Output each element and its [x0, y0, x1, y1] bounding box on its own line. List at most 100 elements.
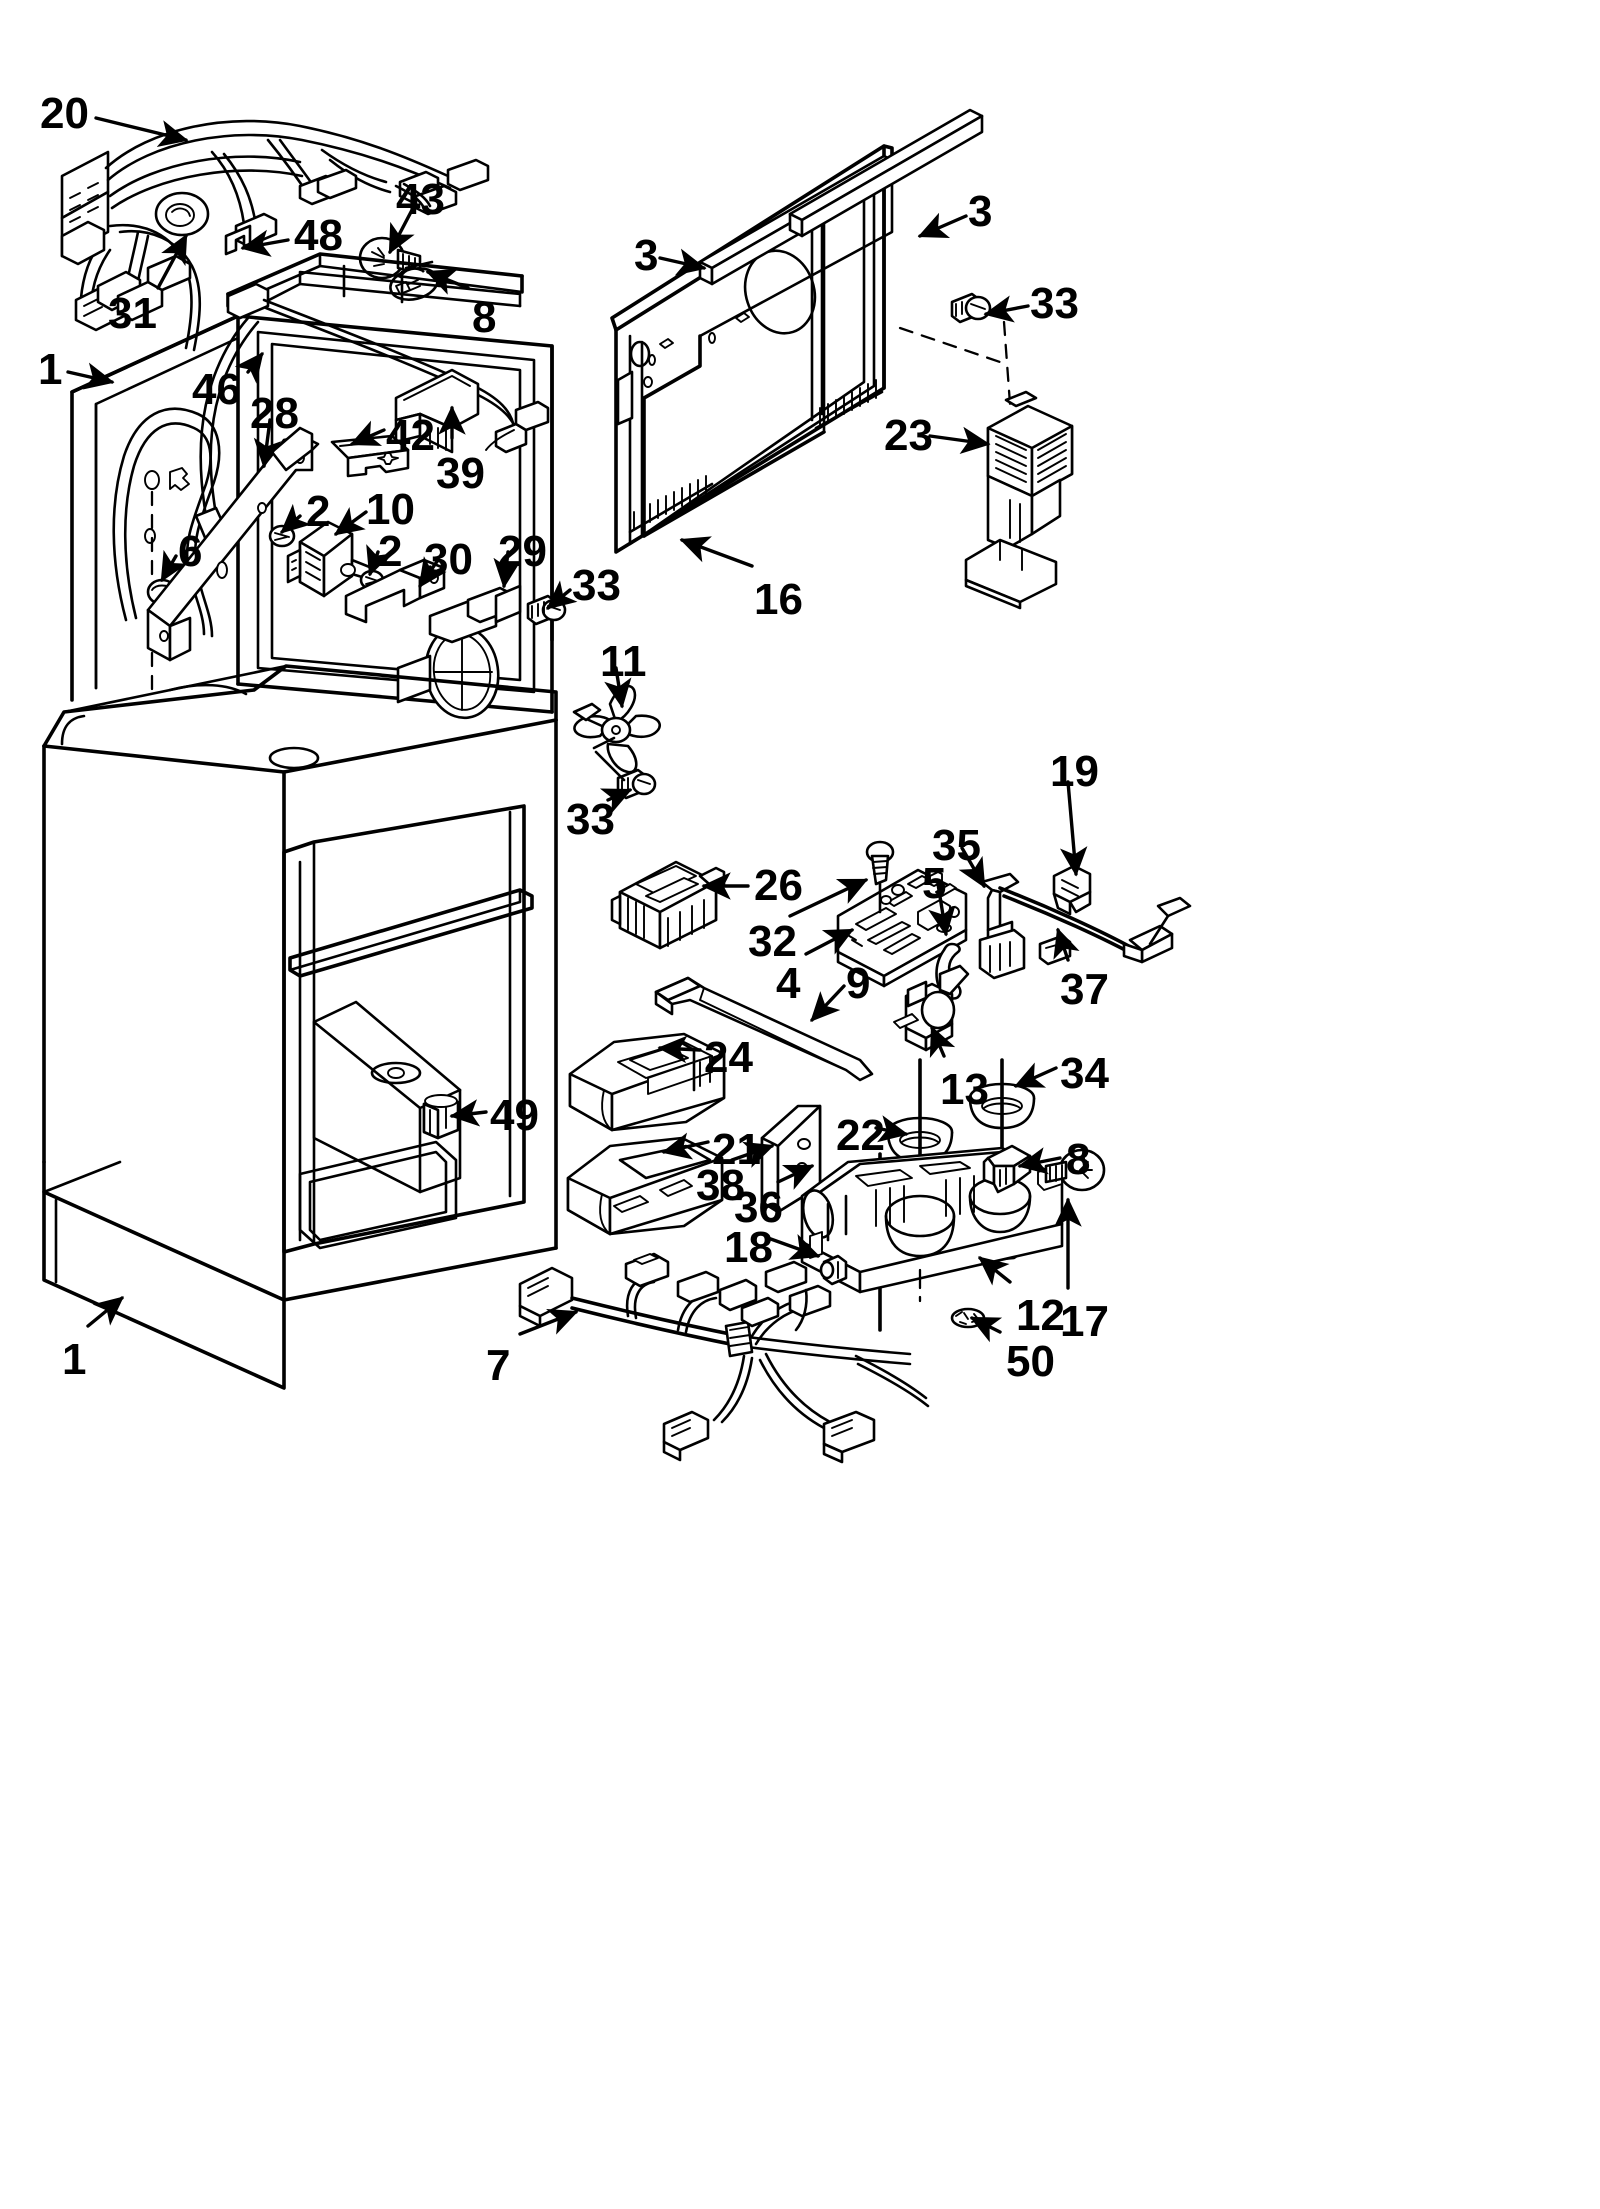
leader-line-49 — [449, 1099, 488, 1127]
callout-number-29: 29 — [498, 527, 547, 576]
leader-line-19 — [1059, 780, 1088, 877]
callout-number-2b: 2 — [378, 527, 403, 576]
callout-number-35: 35 — [932, 821, 981, 870]
leader-line-5 — [928, 882, 956, 937]
callout-number-11: 11 — [600, 637, 647, 686]
callout-number-3a: 3 — [634, 231, 659, 280]
callout-number-4: 4 — [776, 959, 801, 1008]
connector-19-art — [1052, 864, 1092, 916]
callout-number-26: 26 — [754, 861, 803, 910]
leader-line-23 — [928, 426, 991, 454]
callout-number-33a: 33 — [572, 561, 621, 610]
leader-line-2a — [280, 503, 312, 534]
rear-panel-16-art — [610, 108, 984, 554]
compressor-mount-13-art — [893, 964, 970, 1052]
callout-number-3b: 3 — [968, 187, 993, 236]
leader-line-3a — [658, 248, 707, 276]
drain-pan-21-art — [566, 1136, 724, 1236]
callout-number-10: 10 — [366, 485, 415, 534]
terminal-pin-18-art — [819, 1254, 848, 1286]
leader-line-4 — [804, 928, 855, 956]
callout-number-17: 17 — [1060, 1297, 1109, 1346]
callout-number-13: 13 — [940, 1065, 989, 1114]
callout-number-42: 42 — [386, 411, 435, 460]
leader-line-42 — [349, 420, 386, 446]
leader-line-12 — [978, 1256, 1012, 1286]
drain-clamp-35-art — [978, 872, 1026, 980]
callout-number-9: 9 — [846, 959, 871, 1008]
lower-harness-7-art — [518, 1252, 930, 1464]
harness-grommet-art — [154, 191, 210, 237]
callout-number-12: 12 — [1016, 1291, 1065, 1340]
callout-number-37: 37 — [1060, 965, 1109, 1014]
callout-number-7: 7 — [486, 1341, 511, 1390]
leader-line-50 — [969, 1316, 1003, 1343]
leader-line-48 — [240, 229, 290, 257]
callout-number-1a: 1 — [38, 345, 63, 394]
callout-number-34: 34 — [1060, 1049, 1109, 1098]
leader-line-10 — [333, 507, 368, 536]
leader-line-38 — [730, 1141, 775, 1168]
callout-number-48: 48 — [294, 211, 343, 260]
leader-line-35 — [958, 846, 986, 889]
callout-number-46: 46 — [192, 365, 241, 414]
defrost-lead-37-art — [998, 886, 1192, 966]
leader-line-20 — [94, 116, 189, 148]
leader-line-6 — [160, 549, 188, 583]
callout-leaders — [66, 116, 1088, 1343]
leader-line-21 — [661, 1132, 710, 1160]
drain-trough-9-art — [654, 976, 874, 1082]
callout-number-36: 36 — [734, 1183, 783, 1232]
leader-line-7 — [518, 1308, 579, 1336]
leader-line-33b — [599, 788, 633, 814]
screw-33c-art — [950, 292, 992, 324]
callout-number-1b: 1 — [62, 1335, 87, 1384]
callout-number-43: 43 — [396, 175, 445, 224]
leader-line-8b — [1017, 1147, 1062, 1175]
callout-number-22: 22 — [836, 1111, 885, 1160]
callout-number-33c: 33 — [1030, 279, 1079, 328]
callout-number-2a: 2 — [306, 487, 331, 536]
callout-number-39: 39 — [436, 449, 485, 498]
callout-number-33b: 33 — [566, 795, 615, 844]
leader-line-29 — [493, 550, 521, 589]
leader-line-2b — [366, 544, 393, 577]
leader-line-16 — [679, 536, 754, 568]
fan-blade-11-art — [572, 684, 661, 774]
push-nut-50-art — [950, 1307, 986, 1329]
relay-overload-26-art — [610, 860, 726, 950]
leader-line-33c — [983, 295, 1030, 323]
callout-number-19: 19 — [1050, 747, 1099, 796]
leader-line-33a — [546, 580, 578, 610]
leader-line-3b — [917, 212, 968, 238]
leader-line-9 — [810, 984, 846, 1022]
callout-number-8a: 8 — [472, 293, 497, 342]
leader-line-8a — [425, 269, 470, 295]
callout-number-18: 18 — [724, 1223, 773, 1272]
drain-pan-cover-24-art — [568, 1032, 726, 1132]
callout-number-30: 30 — [424, 535, 473, 584]
leader-line-37 — [1053, 927, 1080, 962]
callout-number-50: 50 — [1006, 1337, 1055, 1386]
leader-line-1b — [86, 1296, 124, 1328]
callout-number-21: 21 — [712, 1125, 761, 1174]
leader-line-31 — [156, 233, 188, 290]
leader-line-1a — [66, 362, 115, 390]
leader-line-11 — [604, 666, 632, 709]
bracket-28-art — [146, 426, 320, 662]
callout-number-38: 38 — [696, 1161, 745, 1210]
callout-number-8b: 8 — [1066, 1135, 1091, 1184]
leader-line-36 — [776, 1164, 815, 1190]
leader-line-43 — [388, 208, 415, 255]
callout-number-23: 23 — [884, 411, 933, 460]
leader-line-22 — [874, 1115, 909, 1143]
trim-strip-3b-art — [788, 108, 984, 222]
callout-number-20: 20 — [40, 89, 89, 138]
cabinet-shell-art — [42, 664, 558, 1390]
air-diffuser-23-art — [964, 390, 1074, 610]
leader-line-18 — [766, 1233, 821, 1260]
board-screw-32-art — [865, 840, 895, 914]
callout-number-16: 16 — [754, 575, 803, 624]
